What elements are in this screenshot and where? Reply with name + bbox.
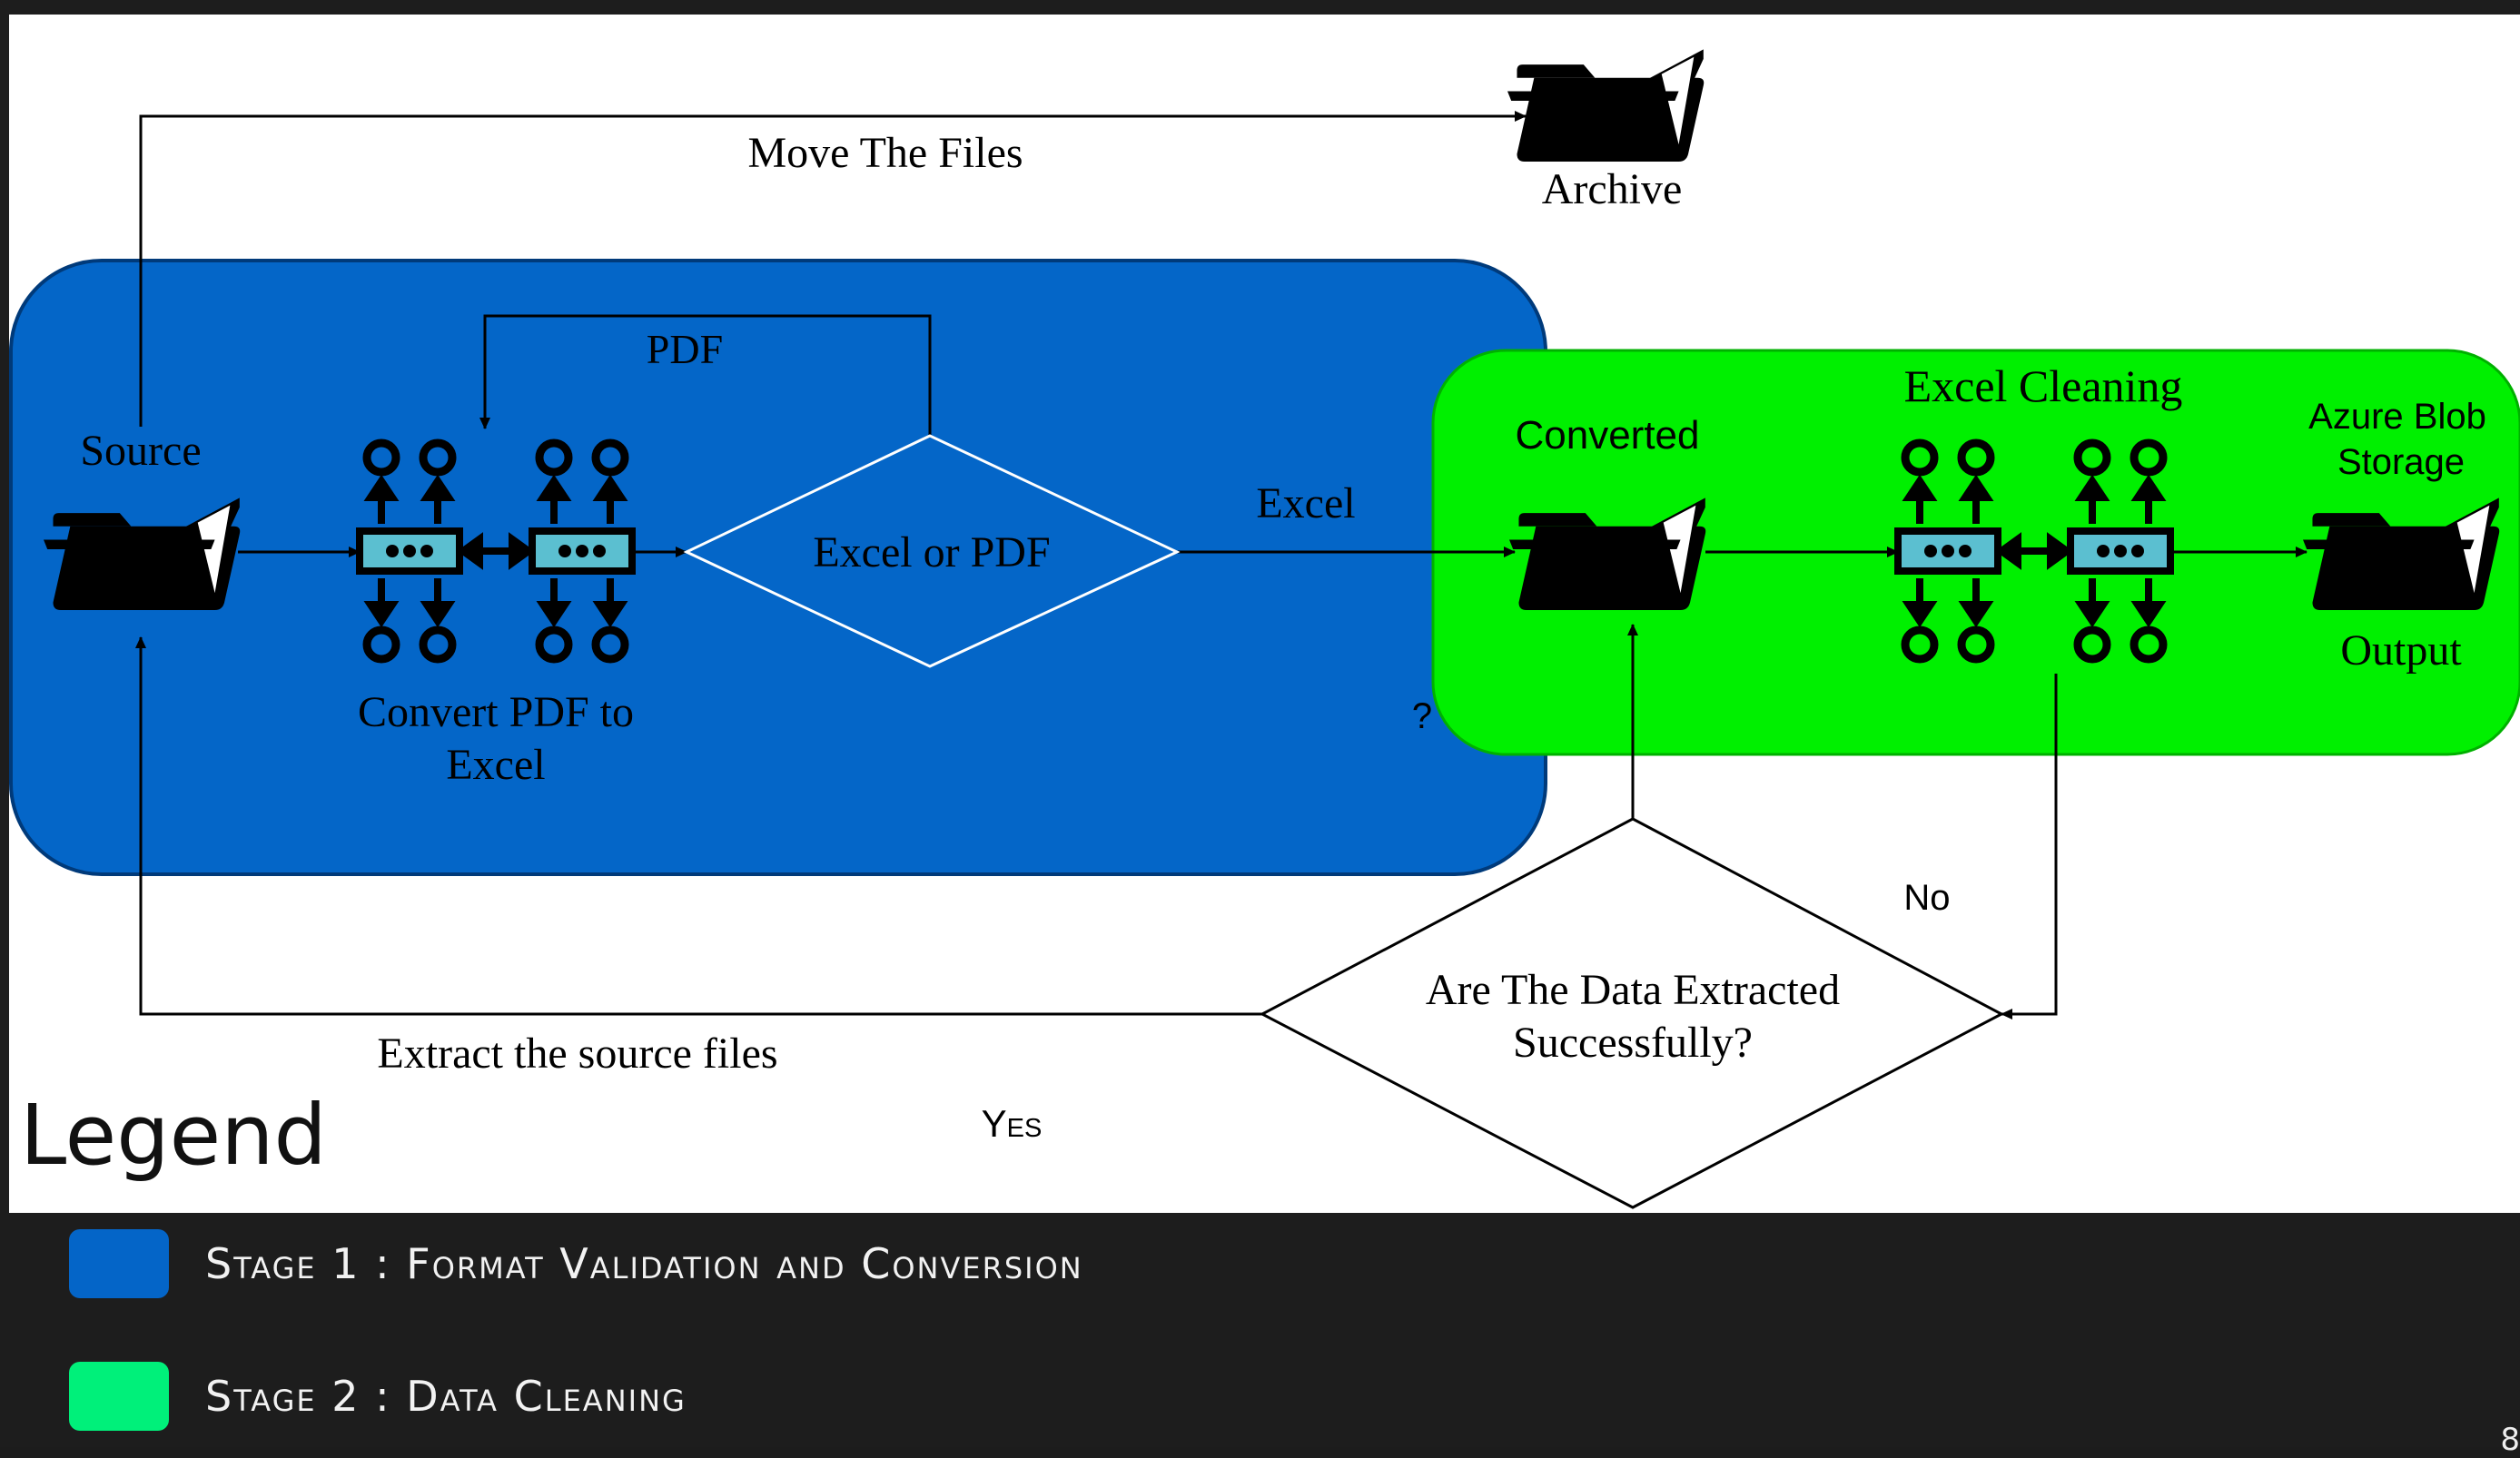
no-line bbox=[2001, 674, 2058, 1020]
move-files-label: Move The Files bbox=[747, 129, 1023, 177]
decision-format-label: Excel or PDF bbox=[813, 528, 1050, 576]
azure-label-line2: Storage bbox=[2337, 442, 2465, 482]
source-label: Source bbox=[80, 427, 201, 475]
decision-format-diamond bbox=[683, 434, 1181, 668]
page-number: 8 bbox=[2500, 1422, 2520, 1458]
decision-extract-line1: Are The Data Extracted bbox=[1426, 966, 1840, 1014]
yes-label: Yes bbox=[982, 1102, 1043, 1145]
decision-extract-diamond bbox=[1259, 817, 2005, 1209]
legend-item-label: Stage 1 : Format Validation and Conversi… bbox=[205, 1239, 1083, 1288]
convert-label-line2: Excel bbox=[446, 741, 545, 789]
converted-label: Converted bbox=[1515, 413, 1699, 458]
excel-cleaning-label: Excel Cleaning bbox=[1904, 360, 2183, 411]
azure-label-line1: Azure Blob bbox=[2308, 397, 2486, 437]
pdf-loop-line bbox=[479, 314, 932, 436]
legend-item-stage1: Stage 1 : Format Validation and Conversi… bbox=[69, 1229, 1083, 1298]
pdf-label: PDF bbox=[647, 326, 723, 372]
question-mark: ? bbox=[1412, 696, 1432, 736]
archive-label: Archive bbox=[1542, 165, 1683, 213]
extract-source-label: Extract the source files bbox=[377, 1029, 777, 1078]
legend-item-label: Stage 2 : Data Cleaning bbox=[205, 1372, 687, 1421]
decision-extract-line2: Successfully? bbox=[1513, 1019, 1753, 1067]
stage1-swatch bbox=[69, 1229, 169, 1298]
move-files-line bbox=[139, 111, 1527, 427]
legend-title: Legend bbox=[20, 1087, 327, 1184]
archive-folder-icon bbox=[1507, 49, 1705, 162]
no-label: No bbox=[1903, 878, 1950, 918]
extract-source-line bbox=[135, 636, 1262, 1016]
excel-label: Excel bbox=[1256, 479, 1355, 527]
legend-item-stage2: Stage 2 : Data Cleaning bbox=[69, 1362, 687, 1431]
stage2-swatch bbox=[69, 1362, 169, 1431]
output-label: Output bbox=[2340, 626, 2462, 675]
convert-label-line1: Convert PDF to bbox=[358, 688, 634, 736]
